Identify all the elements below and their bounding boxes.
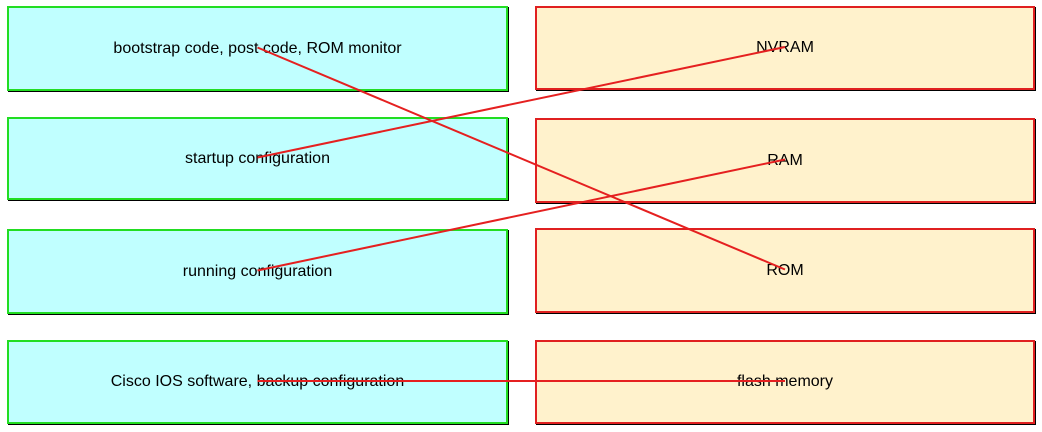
right-item-label: flash memory	[736, 373, 834, 390]
right-item-label: NVRAM	[756, 39, 814, 56]
left-item-label: Cisco IOS software, backup configuration	[110, 373, 405, 390]
left-item-label: running configuration	[182, 262, 333, 280]
right-item-label: ROM	[766, 261, 804, 279]
right-item-box[interactable]: RAM	[535, 118, 1035, 203]
left-item-box[interactable]: startup configuration	[7, 117, 508, 200]
left-item-label: startup configuration	[185, 149, 330, 167]
left-item-box[interactable]: Cisco IOS software, backup configuration	[7, 340, 508, 424]
right-item-box[interactable]: NVRAM	[535, 6, 1035, 90]
right-item-box[interactable]: ROM	[535, 228, 1035, 313]
right-item-label: RAM	[767, 151, 803, 169]
left-item-box[interactable]: bootstrap code, post code, ROM monitor	[7, 6, 508, 91]
left-item-label: bootstrap code, post code, ROM monitor	[113, 39, 402, 57]
left-item-box[interactable]: running configuration	[7, 229, 508, 314]
right-item-box[interactable]: flash memory	[535, 340, 1035, 424]
